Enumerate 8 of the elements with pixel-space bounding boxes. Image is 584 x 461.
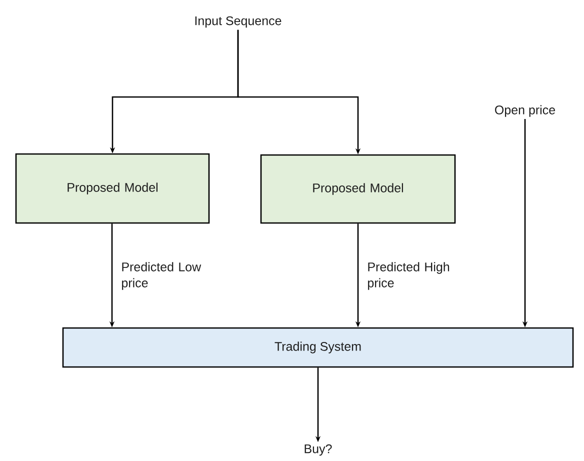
text-label: Input Sequence <box>195 16 282 28</box>
model-box: Proposed Model <box>15 153 210 224</box>
system-box: Trading System <box>62 327 574 368</box>
model-box: Proposed Model <box>260 154 456 224</box>
text-label: Buy? <box>304 444 332 456</box>
edge-label: Predicted High price <box>368 262 450 290</box>
edge-label: Predicted Low price <box>122 262 202 290</box>
text-label: Open price <box>495 105 555 117</box>
